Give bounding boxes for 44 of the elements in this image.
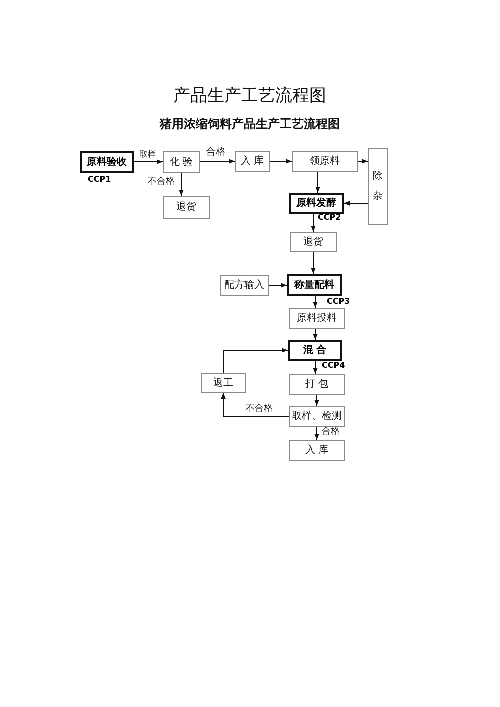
ccp-label: CCP2 bbox=[318, 214, 342, 223]
edge-label: 取样 bbox=[140, 151, 156, 160]
arrow bbox=[313, 328, 318, 340]
edge-label: 合格 bbox=[206, 147, 226, 158]
arrow bbox=[223, 348, 288, 374]
diagram-subtitle: 猪用浓缩饲料产品生产工艺流程图 bbox=[160, 118, 340, 132]
arrow bbox=[313, 360, 318, 374]
arrow bbox=[313, 296, 318, 308]
edge-label: 合格 bbox=[322, 428, 340, 438]
process-box: 原料验收 bbox=[80, 151, 134, 173]
process-box: 原料投料 bbox=[289, 308, 345, 329]
edge-label: 不合格 bbox=[246, 405, 273, 415]
arrow bbox=[311, 252, 316, 274]
process-box: 原料发酵 bbox=[289, 193, 344, 214]
process-box: 入 库 bbox=[289, 440, 345, 461]
arrow bbox=[270, 159, 292, 164]
process-box: 退货 bbox=[290, 232, 337, 252]
ccp-label: CCP1 bbox=[88, 176, 112, 185]
diagram-title: 产品生产工艺流程图 bbox=[174, 87, 326, 106]
process-box: 混 合 bbox=[288, 340, 342, 361]
process-box: 化 验 bbox=[163, 151, 200, 173]
arrow bbox=[134, 160, 164, 164]
process-box: 打 包 bbox=[289, 374, 345, 395]
ccp-label: CCP4 bbox=[322, 362, 346, 371]
process-box: 称量配料 bbox=[287, 274, 342, 296]
edge-label: 不合格 bbox=[148, 178, 175, 188]
arrow bbox=[314, 426, 320, 440]
ccp-label: CCP3 bbox=[327, 298, 350, 307]
arrow bbox=[221, 392, 290, 417]
process-box: 退货 bbox=[163, 196, 210, 219]
process-box: 取样、检测 bbox=[289, 406, 345, 427]
process-box: 返工 bbox=[201, 373, 246, 393]
process-box: 入 库 bbox=[235, 151, 270, 172]
arrow bbox=[358, 159, 368, 164]
arrow bbox=[311, 214, 316, 232]
arrow bbox=[316, 172, 320, 194]
process-box: 除杂 bbox=[368, 148, 388, 225]
arrow bbox=[200, 159, 236, 164]
arrow bbox=[314, 394, 320, 406]
arrow bbox=[179, 172, 184, 196]
arrow bbox=[268, 283, 288, 288]
process-box: 领原料 bbox=[292, 151, 358, 172]
arrow bbox=[344, 201, 368, 206]
process-box: 配方输入 bbox=[220, 275, 269, 296]
